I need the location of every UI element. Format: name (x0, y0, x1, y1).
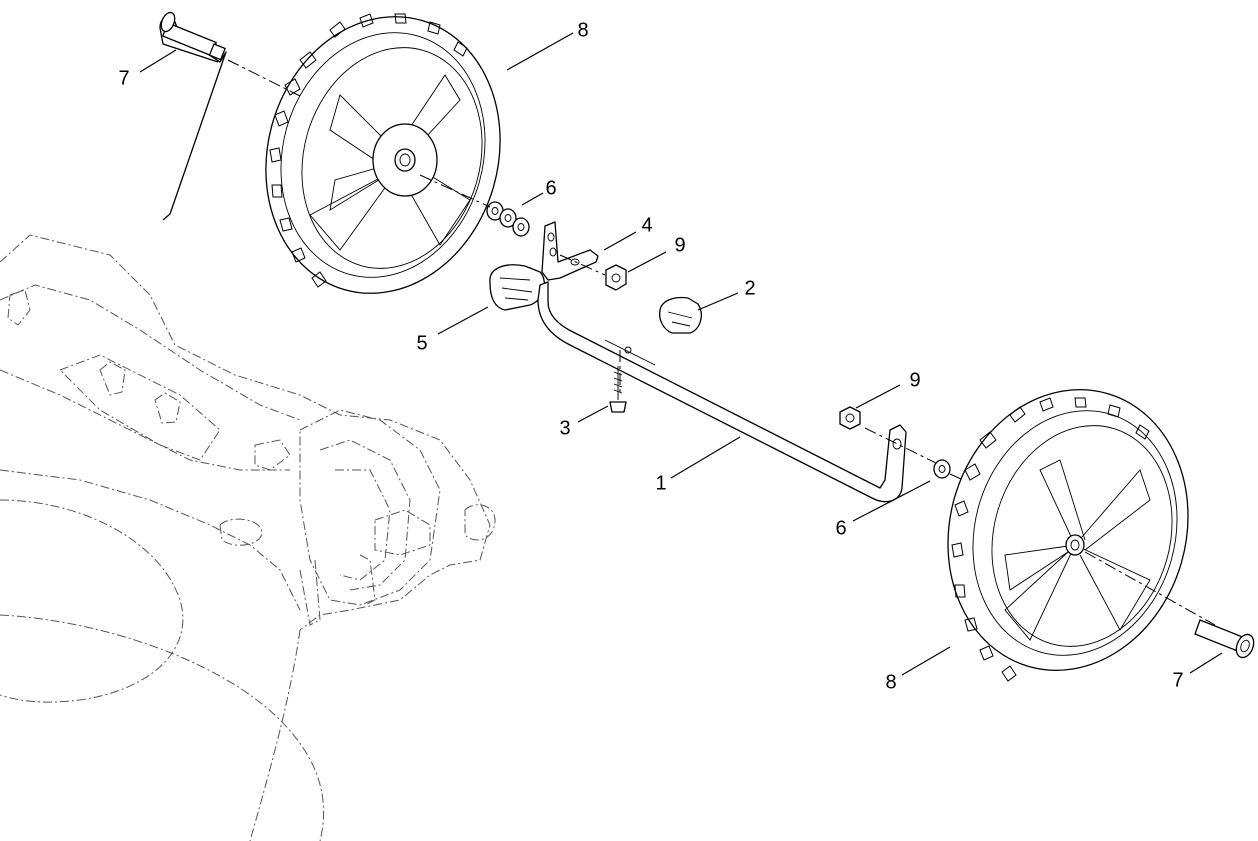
rear-wheel-upper (265, 13, 501, 294)
leader-lines (139, 32, 1223, 676)
callout-wheel-lower: 8 (885, 671, 896, 693)
axle-bar (537, 281, 941, 503)
washers-upper (419, 174, 530, 237)
rear-wheel-lower (947, 389, 1216, 682)
height-adjust-handle (489, 264, 545, 311)
adjustment-knob (658, 296, 702, 334)
callout-knob: 2 (744, 277, 755, 299)
callout-washer-lower: 6 (835, 517, 846, 539)
callout-nut-upper: 9 (674, 234, 685, 256)
screw (609, 366, 627, 413)
height-adjust-bracket (541, 221, 606, 281)
mower-deck-phantom (0, 234, 496, 841)
wheel-bolt-lower (1194, 619, 1255, 659)
callout-screw: 3 (559, 417, 570, 439)
callout-washers-upper: 6 (545, 177, 556, 199)
callout-nut-lower: 9 (909, 369, 920, 391)
callout-bar: 1 (655, 472, 666, 494)
callout-labels: 7 8 6 4 9 2 5 3 1 9 6 8 7 (118, 19, 1183, 693)
callout-bracket: 4 (641, 214, 652, 236)
callout-bolt-lower: 7 (1172, 669, 1183, 691)
callout-wheel-upper: 8 (577, 19, 588, 41)
nut-upper (605, 264, 627, 291)
wheel-bolt-upper (159, 11, 301, 221)
nut-lower (839, 406, 861, 430)
callout-handle-grip: 5 (416, 332, 427, 354)
callout-bolt-upper: 7 (118, 67, 129, 89)
